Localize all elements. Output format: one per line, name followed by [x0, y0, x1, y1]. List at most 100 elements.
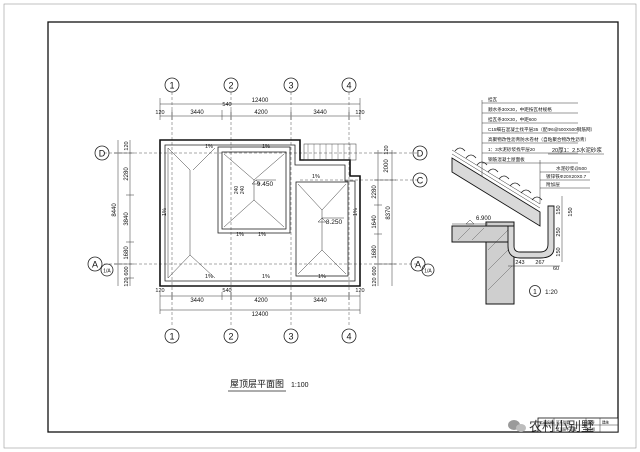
svg-text:附加层: 附加层 — [546, 181, 560, 188]
svg-text:D: D — [99, 149, 106, 159]
axis-bubble-top-3: 3 — [283, 77, 299, 93]
svg-text:4200: 4200 — [254, 110, 268, 116]
svg-text:D: D — [417, 149, 424, 159]
slope-label: 1% — [318, 274, 326, 280]
chat-bubble-icon — [508, 420, 526, 432]
slope-label: 1% — [353, 208, 359, 216]
plan-title: 屋顶层平面图 1:100 — [228, 379, 309, 392]
svg-text:4: 4 — [346, 81, 351, 91]
axis-bubble-top-1: 1 — [164, 77, 180, 93]
svg-text:12400: 12400 — [252, 312, 269, 318]
svg-text:建施: 建施 — [602, 420, 609, 425]
axis-bubble-left-d: D — [94, 145, 110, 161]
layer-note: 挂瓦条30X30，中距600 — [488, 116, 537, 123]
svg-text:1: 1 — [533, 289, 537, 296]
svg-text:2280: 2280 — [124, 167, 130, 181]
slope-label: 1% — [162, 208, 168, 216]
svg-text:1: 1 — [169, 81, 174, 91]
elevation-detail: 6.900 — [452, 216, 492, 225]
roof-plan: 1 2 3 4 1 2 3 4 D A 1/A D C A 1/A 12400 … — [87, 77, 435, 392]
axis-bubble-right-c: C — [412, 172, 428, 188]
svg-text:某某别墅: 某某别墅 — [556, 420, 570, 425]
svg-text:250: 250 — [556, 227, 562, 236]
svg-text:3440: 3440 — [313, 298, 327, 304]
svg-text:2: 2 — [228, 81, 233, 91]
svg-text:4200: 4200 — [254, 298, 268, 304]
svg-text:3440: 3440 — [190, 110, 204, 116]
watermark: 农村小别墅 — [508, 419, 594, 434]
svg-text:2000: 2000 — [384, 159, 390, 173]
svg-text:540: 540 — [222, 288, 231, 294]
axis-bubble-right-1a: 1/A — [421, 263, 435, 277]
layer-note: 1：3水泥砂浆找平层20 — [488, 146, 535, 153]
layer-note: 顺水条30X30，中距按瓦材规格 — [488, 106, 552, 113]
svg-text:1/A: 1/A — [103, 269, 111, 275]
axis-bubble-left-a: A — [87, 256, 103, 272]
svg-text:9.450: 9.450 — [257, 181, 274, 188]
axis-bubble-top-4: 4 — [341, 77, 357, 93]
svg-text:A: A — [415, 260, 421, 270]
axis-bubble-bottom-3: 3 — [283, 328, 299, 344]
svg-text:12400: 12400 — [252, 98, 269, 104]
dims-bottom: 3440 4200 3440 120 540 120 12400 — [155, 288, 364, 318]
axis-bubble-bottom-2: 2 — [223, 328, 239, 344]
svg-text:150: 150 — [556, 205, 562, 214]
slope-label: 1% — [236, 232, 244, 238]
svg-text:屋顶层平面图: 屋顶层平面图 — [556, 427, 577, 432]
eave-detail: 挂瓦 顺水条30X30，中距按瓦材规格 挂瓦条30X30，中距600 C15细石… — [451, 96, 604, 305]
svg-text:农村小别墅: 农村小别墅 — [529, 419, 594, 434]
detail-callout: 1 1:20 — [529, 285, 558, 297]
svg-text:120: 120 — [155, 288, 164, 294]
svg-text:8440: 8440 — [112, 203, 118, 217]
svg-text:120: 120 — [355, 110, 364, 116]
svg-text:120: 120 — [124, 277, 130, 286]
svg-text:1680: 1680 — [372, 245, 378, 259]
axis-bubble-right-d: D — [412, 145, 428, 161]
svg-text:6.900: 6.900 — [476, 216, 492, 222]
svg-text:3440: 3440 — [190, 298, 204, 304]
drawing-border — [47, 21, 619, 433]
svg-text:C: C — [417, 176, 424, 186]
layer-note: 高聚物改性沥青防水卷材（自粘聚合物改性沥青） — [488, 136, 589, 143]
inner-dims: 240 240 — [234, 186, 246, 195]
layer-note: C15细石混凝土找平层35（配Φ6@500X500钢筋网） — [488, 126, 595, 133]
svg-text:2: 2 — [228, 332, 233, 342]
svg-text:240: 240 — [240, 186, 246, 195]
svg-text:工程名称: 工程名称 — [540, 420, 554, 425]
svg-text:图号: 图号 — [588, 420, 595, 425]
hip-ridges — [167, 143, 357, 279]
svg-text:1/A: 1/A — [424, 269, 432, 275]
svg-text:240: 240 — [234, 186, 240, 195]
axis-bubble-bottom-4: 4 — [341, 328, 357, 344]
svg-text:8.250: 8.250 — [326, 219, 343, 226]
roof-slab — [451, 157, 541, 227]
slope-label: 1% — [262, 274, 270, 280]
slope-label: 1% — [205, 274, 213, 280]
svg-text:120: 120 — [355, 288, 364, 294]
svg-text:4: 4 — [346, 332, 351, 342]
svg-text:1:100: 1:100 — [291, 382, 309, 389]
elevation-center: 9.450 — [251, 179, 276, 188]
svg-text:1680: 1680 — [124, 246, 130, 260]
svg-text:120: 120 — [384, 145, 390, 154]
floor-slab — [451, 225, 515, 243]
svg-text:1640: 1640 — [372, 215, 378, 229]
outer-frame — [3, 3, 637, 449]
svg-text:屋顶层平面图: 屋顶层平面图 — [230, 379, 284, 389]
gutter — [507, 205, 555, 259]
slope-label: 1% — [312, 174, 320, 180]
svg-text:3: 3 — [288, 332, 293, 342]
slope-label: 1% — [205, 144, 213, 150]
svg-text:水泥砂浆@500: 水泥砂浆@500 — [556, 165, 587, 172]
slope-label: 1% — [262, 144, 270, 150]
svg-text:3840: 3840 — [124, 212, 130, 226]
svg-text:3440: 3440 — [313, 110, 327, 116]
svg-text:8370: 8370 — [386, 206, 392, 220]
slope-label: 1% — [258, 232, 266, 238]
dims-left: 120 2280 8440 3840 1680 600 120 — [112, 140, 134, 287]
svg-text:600: 600 — [124, 266, 130, 275]
svg-text:A: A — [92, 260, 98, 270]
svg-text:1: 1 — [169, 332, 174, 342]
svg-text:120: 120 — [372, 277, 378, 286]
svg-text:267: 267 — [535, 260, 544, 266]
